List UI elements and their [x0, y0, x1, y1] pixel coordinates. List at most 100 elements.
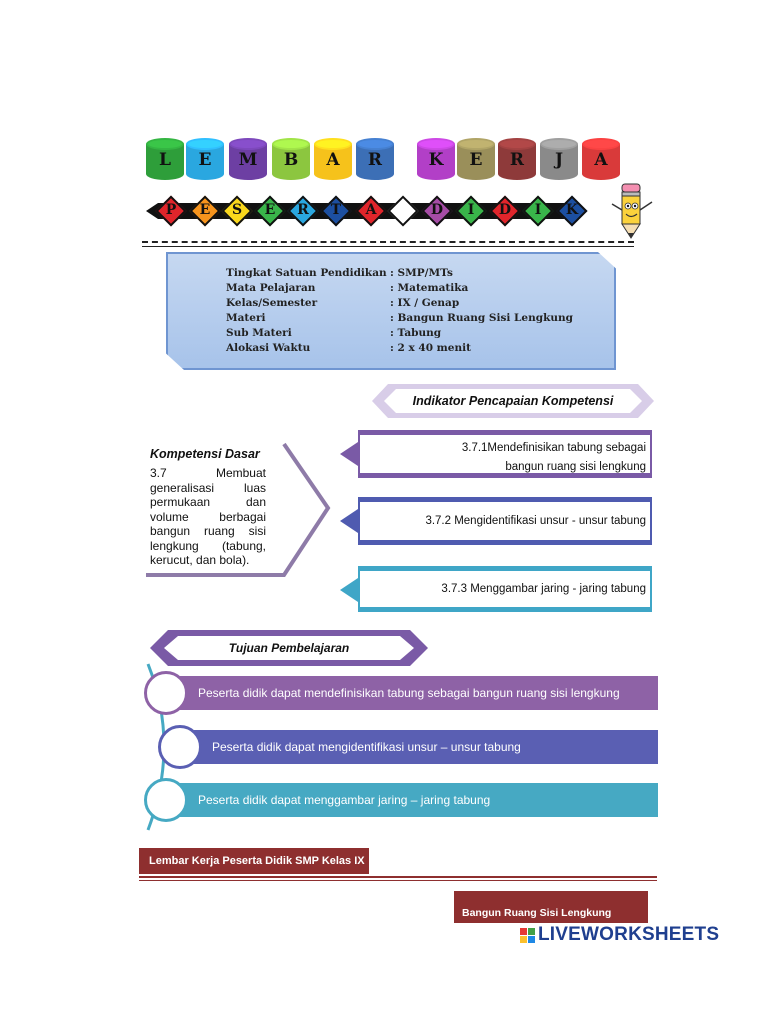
- title-letter: E: [264, 202, 276, 218]
- title-cylinder: A: [314, 138, 352, 186]
- tp-circle-icon: [158, 725, 202, 769]
- title-letter: A: [365, 202, 377, 218]
- identity-label: Alokasi Waktu: [226, 342, 311, 354]
- title-cylinder: R: [498, 138, 536, 186]
- cylinder-body: [229, 144, 267, 180]
- cylinder-top: [146, 138, 184, 150]
- identity-value: : SMP/MTs: [390, 267, 453, 279]
- footer-right-label: Bangun Ruang Sisi Lengkung: [454, 891, 648, 923]
- footer-line-thin: [139, 880, 657, 881]
- tp-item: Peserta didik dapat mendefinisikan tabun…: [170, 676, 658, 710]
- identity-value: : Matematika: [390, 282, 469, 294]
- cylinder-top: [498, 138, 536, 150]
- title-diamond: A: [355, 195, 387, 227]
- cylinder-body: [314, 144, 352, 180]
- title-cylinder: B: [272, 138, 310, 186]
- title-letter: E: [198, 150, 212, 170]
- cylinder-body: [417, 144, 455, 180]
- title-letter: K: [428, 150, 444, 170]
- cylinder-top: [314, 138, 352, 150]
- title-diamond: P: [155, 195, 187, 227]
- ipk-arrow-icon: [340, 509, 358, 533]
- tp-heading-ribbon: Tujuan Pembelajaran: [150, 630, 428, 666]
- cylinder-top: [417, 138, 455, 150]
- title-diamond: D: [421, 195, 453, 227]
- title-cylinder: A: [582, 138, 620, 186]
- title-letter: P: [165, 202, 177, 218]
- title-cylinder: L: [146, 138, 184, 186]
- title-letter: D: [430, 202, 444, 218]
- ipk-item-line2: bangun ruang sisi lengkung: [505, 461, 646, 473]
- divider-dashed-top: [142, 241, 634, 243]
- title-diamond: D: [489, 195, 521, 227]
- tp-item-text: Peserta didik dapat menggambar jaring – …: [198, 793, 491, 807]
- tp-circle-icon: [144, 671, 188, 715]
- cylinder-body: [582, 144, 620, 180]
- title-letter: M: [238, 150, 258, 170]
- title-letter: E: [469, 150, 483, 170]
- cylinder-top: [272, 138, 310, 150]
- title-letter: I: [467, 202, 475, 218]
- title-cylinder: M: [229, 138, 267, 186]
- ipk-arrow-icon: [340, 442, 358, 466]
- cylinder-body: [540, 144, 578, 180]
- ipk-arrow-icon: [340, 578, 358, 602]
- cylinder-top: [356, 138, 394, 150]
- liveworksheets-logo[interactable]: LIVEWORKSHEETS: [520, 924, 719, 946]
- title-diamond: K: [556, 195, 588, 227]
- cylinder-body: [146, 144, 184, 180]
- tp-item-text: Peserta didik dapat mendefinisikan tabun…: [198, 686, 620, 700]
- title-letter: I: [534, 202, 542, 218]
- tp-item-text: Peserta didik dapat mengidentifikasi uns…: [212, 740, 521, 754]
- ipk-item-line1: 3.7.3 Menggambar jaring - jaring tabung: [441, 583, 646, 595]
- title-letter: A: [326, 150, 340, 170]
- title-letter: A: [594, 150, 608, 170]
- liveworksheets-grid-icon: [520, 927, 535, 943]
- cylinder-top: [540, 138, 578, 150]
- cylinder-body: [356, 144, 394, 180]
- tp-circle-icon: [144, 778, 188, 822]
- title-diamond: R: [287, 195, 319, 227]
- title-letter: R: [297, 202, 309, 218]
- title-letter: K: [565, 202, 579, 218]
- title-letter: R: [509, 150, 525, 170]
- title-letter: J: [554, 150, 564, 170]
- footer-left-label: Lembar Kerja Peserta Didik SMP Kelas IX: [139, 848, 369, 874]
- cylinder-top: [457, 138, 495, 150]
- title-diamond: E: [254, 195, 286, 227]
- ipk-item: 3.7.3 Menggambar jaring - jaring tabung: [358, 566, 652, 612]
- ipk-heading: Indikator Pencapaian Kompetensi: [412, 394, 614, 408]
- kd-heading: Kompetensi Dasar: [150, 447, 260, 461]
- identity-value: : Tabung: [390, 327, 442, 339]
- cylinder-body: [457, 144, 495, 180]
- kd-frame: [146, 440, 336, 580]
- title-cylinder: R: [356, 138, 394, 186]
- identity-label: Kelas/Semester: [226, 297, 318, 309]
- title-letter: R: [367, 150, 383, 170]
- ipk-item: 3.7.1Mendefinisikan tabung sebagai bangun…: [358, 430, 652, 478]
- title-diamond: S: [221, 195, 253, 227]
- cylinder-top: [229, 138, 267, 150]
- cylinder-body: [186, 144, 224, 180]
- cylinder-body: [498, 144, 536, 180]
- diamond-shape: [387, 195, 419, 227]
- divider-line: [142, 246, 634, 247]
- identity-value: : IX / Genap: [390, 297, 460, 309]
- cylinder-body: [272, 144, 310, 180]
- title-letter: T: [330, 202, 342, 218]
- title-letter: S: [231, 202, 243, 218]
- title-diamond: E: [189, 195, 221, 227]
- ipk-heading-ribbon: Indikator Pencapaian Kompetensi: [372, 384, 654, 418]
- title-diamond: I: [522, 195, 554, 227]
- title-letter: B: [283, 150, 299, 170]
- title-cylinder: E: [186, 138, 224, 186]
- ipk-item: 3.7.2 Mengidentifikasi unsur - unsur tab…: [358, 497, 652, 545]
- title-cylinder: E: [457, 138, 495, 186]
- ipk-item-line1: 3.7.1Mendefinisikan tabung sebagai: [461, 442, 646, 454]
- identity-label: Tingkat Satuan Pendidikan: [226, 267, 387, 279]
- identity-value: : 2 x 40 menit: [390, 342, 471, 354]
- identity-label: Mata Pelajaran: [226, 282, 316, 294]
- title-letter: L: [159, 150, 171, 170]
- title-cylinder: K: [417, 138, 455, 186]
